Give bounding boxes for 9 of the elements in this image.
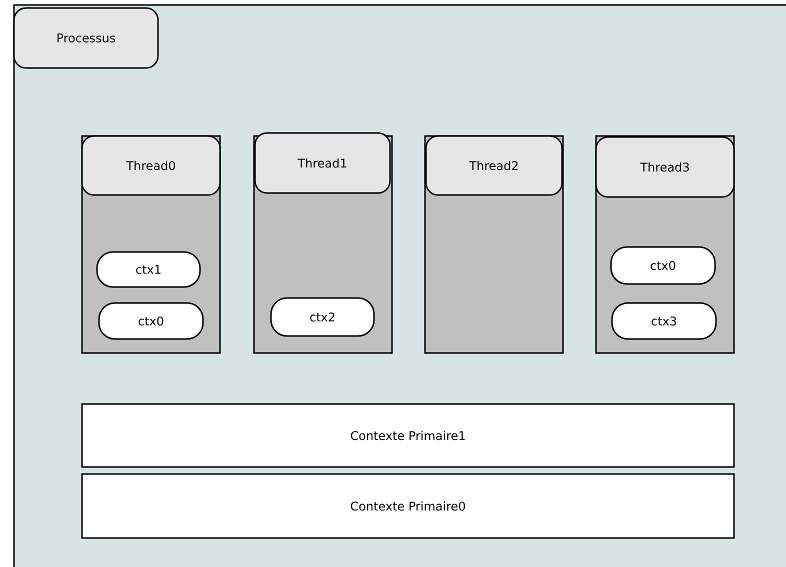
context-box: Contexte Primaire1 xyxy=(81,403,735,468)
context-pill: ctx3 xyxy=(611,302,717,340)
context-pill: ctx0 xyxy=(610,246,716,285)
process-label: Processus xyxy=(13,7,159,69)
context-pill: ctx1 xyxy=(96,251,201,288)
context-pill: ctx0 xyxy=(98,302,204,340)
thread-column: Thread2 xyxy=(424,135,564,354)
context-box: Contexte Primaire0 xyxy=(81,473,735,539)
context-pill: ctx2 xyxy=(270,297,375,337)
